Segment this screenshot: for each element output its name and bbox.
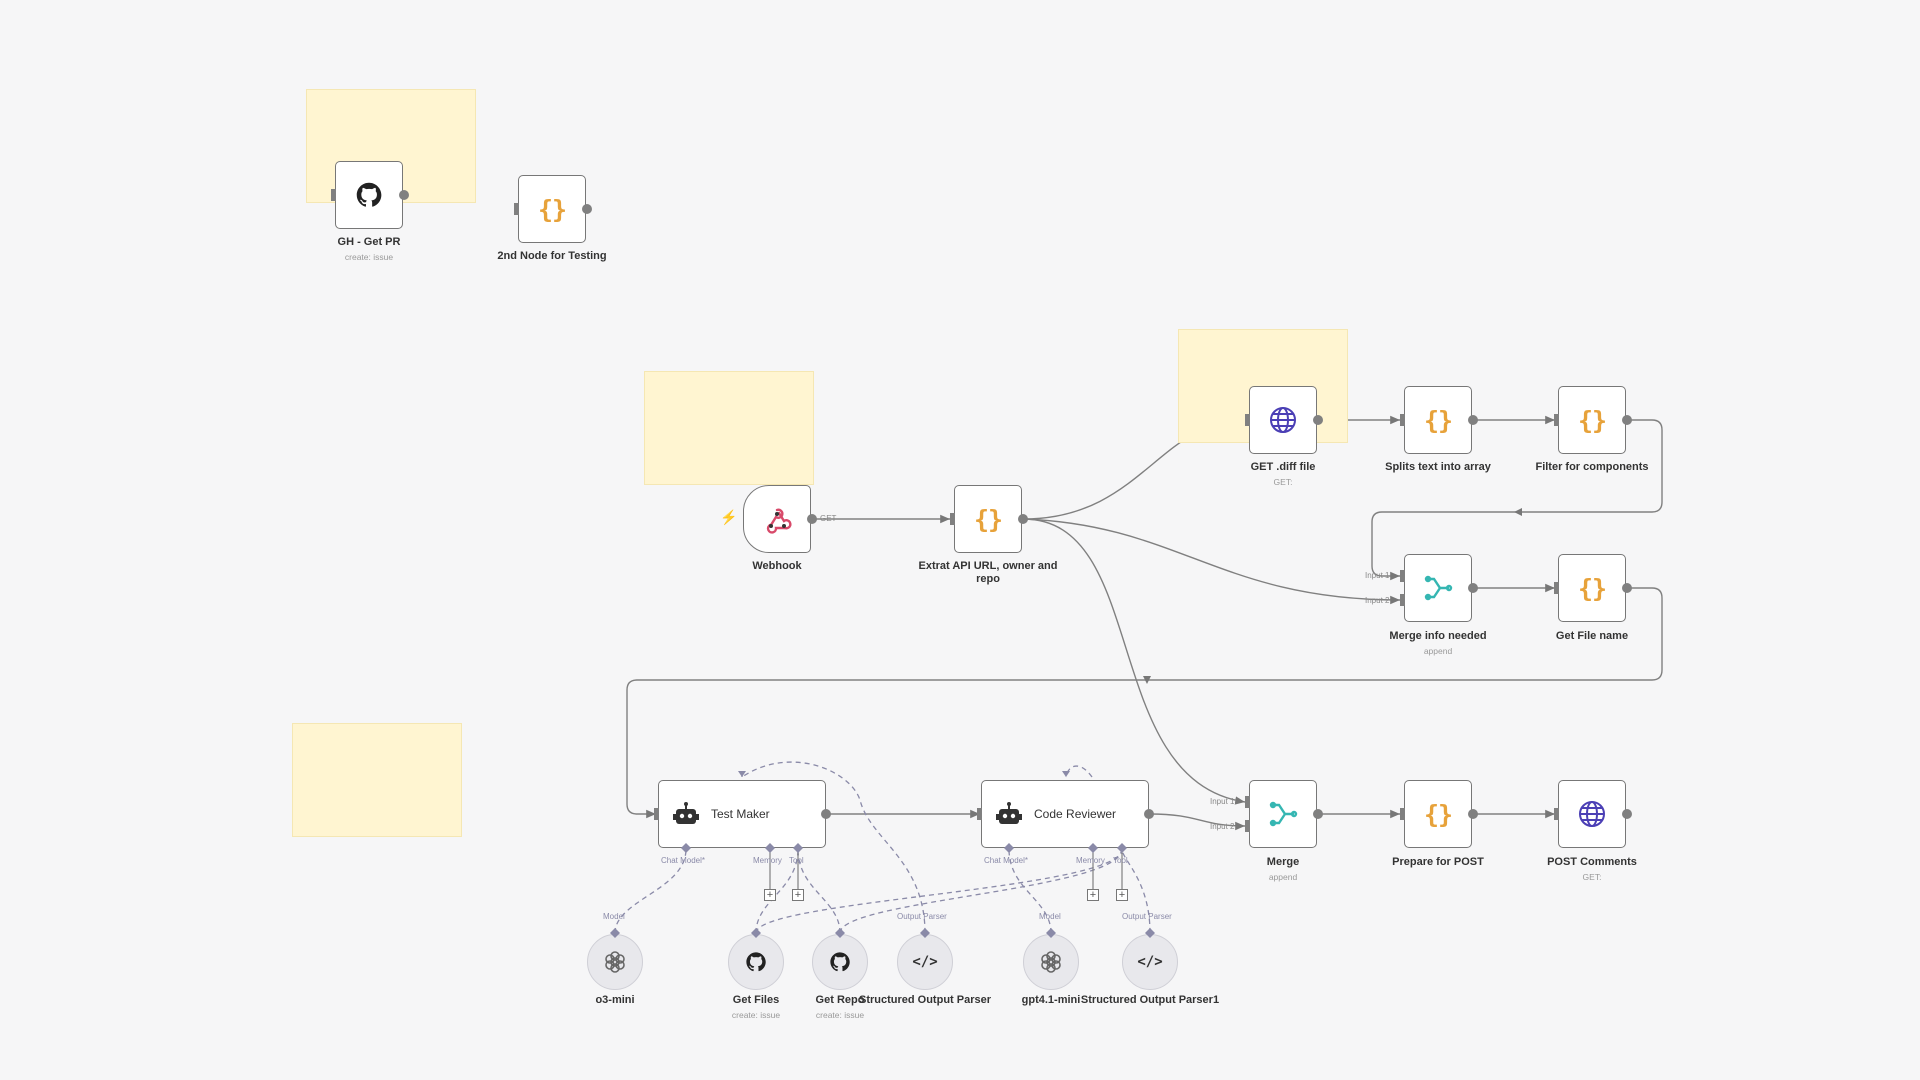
- add-tool-button[interactable]: +: [792, 889, 804, 901]
- braces-icon: {}: [973, 504, 1003, 534]
- trigger-bolt-icon: ⚡: [720, 509, 738, 525]
- node-subtitle: append: [1423, 646, 1453, 656]
- node-merge[interactable]: [1249, 780, 1317, 848]
- node-post-comments[interactable]: [1558, 780, 1626, 848]
- node-label: POST Comments: [1547, 856, 1637, 868]
- input-label: Input 1: [1210, 797, 1235, 806]
- node-label: GH - Get PR: [337, 236, 401, 248]
- node-o3-mini[interactable]: [587, 934, 643, 990]
- node-subtitle: create: issue: [344, 252, 394, 262]
- braces-icon: {}: [1423, 405, 1453, 435]
- braces-icon: {}: [1577, 405, 1607, 435]
- node-label: Get Files: [732, 994, 780, 1006]
- github-icon: [356, 182, 382, 207]
- node-subtitle: GET:: [1582, 872, 1602, 882]
- add-tool-button[interactable]: +: [1116, 889, 1128, 901]
- node-structured-output-parser[interactable]: </>: [897, 934, 953, 990]
- node-subtitle: create: issue: [731, 1010, 781, 1020]
- code-icon: </>: [1137, 954, 1163, 970]
- node-gpt41-mini[interactable]: [1023, 934, 1079, 990]
- node-get-files[interactable]: [728, 934, 784, 990]
- add-memory-button[interactable]: +: [1087, 889, 1099, 901]
- openai-icon: [605, 951, 625, 973]
- output-label: GET: [820, 514, 837, 523]
- node-label: Structured Output Parser1: [1080, 994, 1220, 1006]
- node-label: Merge: [1266, 856, 1300, 868]
- node-subtitle: create: issue: [815, 1010, 865, 1020]
- handle-label: Tool: [1113, 856, 1128, 865]
- input-label: Input 2: [1365, 596, 1390, 605]
- node-get-file-name[interactable]: {}: [1558, 554, 1626, 622]
- node-filter-for-components[interactable]: {}: [1558, 386, 1626, 454]
- globe-icon: [1270, 407, 1296, 433]
- webhook-icon: [766, 508, 792, 534]
- github-icon: [746, 952, 766, 972]
- code-icon: </>: [912, 954, 938, 970]
- node-test-maker[interactable]: Test Maker: [658, 780, 826, 848]
- node-label: gpt4.1-mini: [1021, 994, 1081, 1006]
- input-label: Input 1: [1365, 571, 1390, 580]
- handle-label: Model: [603, 912, 625, 921]
- node-get-diff-file[interactable]: [1249, 386, 1317, 454]
- input-label: Input 2: [1210, 822, 1235, 831]
- handle-label: Chat Model*: [984, 856, 1029, 865]
- robot-icon: [996, 802, 1022, 824]
- edge-extract-mergeinfo[interactable]: [1023, 518, 1401, 605]
- node-label: Prepare for POST: [1392, 856, 1484, 868]
- node-label: o3-mini: [595, 994, 635, 1006]
- node-gh-get-pr[interactable]: [335, 161, 403, 229]
- github-icon: [830, 952, 850, 972]
- handle-label: Output Parser: [897, 912, 947, 921]
- handle-label: Memory: [1076, 856, 1105, 865]
- handle-label: Chat Model*: [661, 856, 706, 865]
- handle-label: Model: [1039, 912, 1061, 921]
- node-merge-info-needed[interactable]: [1404, 554, 1472, 622]
- agent-label: Code Reviewer: [1034, 807, 1117, 821]
- node-label: Get File name: [1555, 630, 1629, 642]
- ai-edge-getrepo-testmaker[interactable]: [797, 848, 841, 934]
- openai-icon: [1041, 951, 1061, 973]
- handle-label: Tool: [789, 856, 804, 865]
- node-extract-api-url[interactable]: {}: [954, 485, 1022, 553]
- node-structured-output-parser1[interactable]: </>: [1122, 934, 1178, 990]
- braces-icon: {}: [1423, 799, 1453, 829]
- sticky-note[interactable]: [644, 371, 814, 485]
- node-label: Extrat API URL, owner and repo: [918, 560, 1058, 585]
- globe-icon: [1579, 801, 1605, 827]
- robot-icon: [673, 802, 699, 824]
- node-2nd-node-for-testing[interactable]: {}: [518, 175, 586, 243]
- node-subtitle: append: [1268, 872, 1298, 882]
- sticky-note[interactable]: [292, 723, 462, 837]
- node-label: Structured Output Parser: [858, 994, 992, 1006]
- node-get-repo[interactable]: [812, 934, 868, 990]
- node-label: Merge info needed: [1389, 630, 1487, 642]
- braces-icon: {}: [537, 194, 567, 224]
- node-subtitle: GET:: [1273, 477, 1293, 487]
- node-label: Filter for components: [1535, 461, 1649, 473]
- add-memory-button[interactable]: +: [764, 889, 776, 901]
- merge-icon: [1424, 575, 1453, 601]
- braces-icon: {}: [1577, 573, 1607, 603]
- node-prepare-for-post[interactable]: {}: [1404, 780, 1472, 848]
- node-label: Get Repo: [815, 994, 865, 1006]
- node-webhook[interactable]: [743, 485, 811, 553]
- node-label: Splits text into array: [1385, 461, 1491, 473]
- node-label: 2nd Node for Testing: [497, 250, 607, 262]
- agent-label: Test Maker: [711, 807, 770, 821]
- merge-icon: [1269, 801, 1298, 827]
- handle-label: Memory: [753, 856, 782, 865]
- handle-label: Output Parser: [1122, 912, 1172, 921]
- node-label: GET .diff file: [1250, 461, 1316, 473]
- node-code-reviewer[interactable]: Code Reviewer: [981, 780, 1149, 848]
- node-splits-text-into-array[interactable]: {}: [1404, 386, 1472, 454]
- node-label: Webhook: [752, 560, 802, 572]
